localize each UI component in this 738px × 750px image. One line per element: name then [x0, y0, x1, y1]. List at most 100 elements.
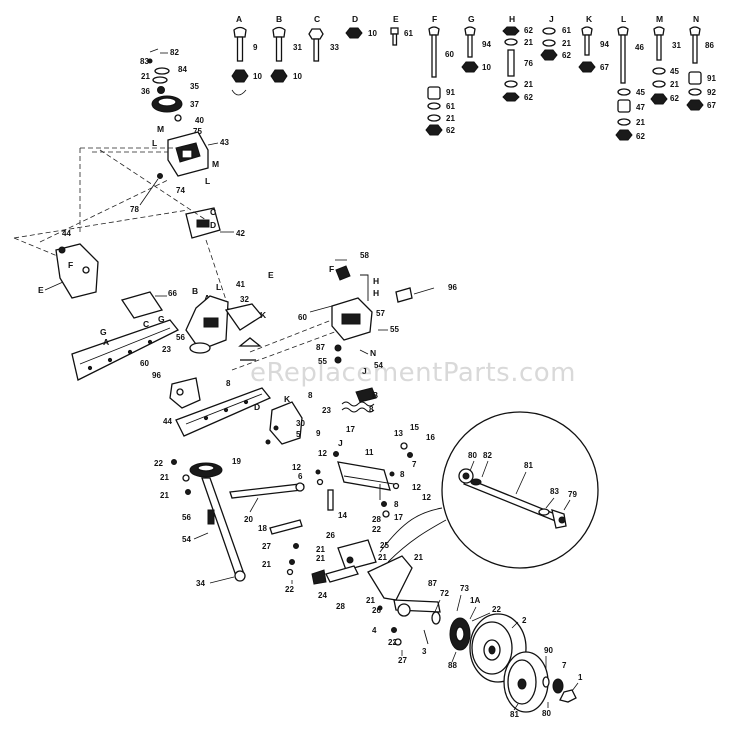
callout: 20 — [244, 515, 253, 524]
point-letter: F — [329, 264, 334, 274]
hw-letter-g: G — [468, 14, 475, 24]
callout: 55 — [390, 325, 399, 334]
callout: 74 — [176, 186, 185, 195]
callout: 12 — [422, 493, 431, 502]
callout: 19 — [232, 457, 241, 466]
hw-label: 61 — [446, 102, 455, 111]
callout: 13 — [394, 429, 403, 438]
point-letter: H — [373, 288, 379, 298]
hw-label: 62 — [636, 132, 645, 141]
callout: 66 — [168, 289, 177, 298]
callout: 21 — [414, 553, 423, 562]
wheel-assembly: 88 2 81 90 7 1 80 — [448, 613, 583, 719]
hw-label: 62 — [524, 93, 533, 102]
callout: 17 — [346, 425, 355, 434]
point-letter: J — [338, 438, 343, 448]
hw-label: 31 — [672, 41, 681, 50]
callout: 7 — [412, 460, 417, 469]
callout: 83 — [550, 487, 559, 496]
callout: 8 — [226, 379, 231, 388]
nut-icon — [345, 27, 363, 39]
pivot-assembly: 41 32 B A K 56 23 60 96 44 8 — [140, 280, 353, 426]
callout: 40 — [195, 116, 204, 125]
washer-icon — [504, 80, 518, 88]
callout: 8 — [394, 500, 399, 509]
hw-label: 92 — [707, 88, 716, 97]
callout: 3 — [422, 647, 427, 656]
callout: 73 — [460, 584, 469, 593]
callout: 78 — [130, 205, 139, 214]
callout: 87 — [428, 579, 437, 588]
point-letter: M — [157, 124, 164, 134]
hw-label: 94 — [482, 40, 491, 49]
point-letter: D — [254, 402, 260, 412]
bolt-icon — [689, 26, 701, 64]
left-frame-assembly: 44 F E 66 A C G — [38, 229, 180, 381]
point-letter: G — [100, 327, 107, 337]
callout: 80 — [542, 709, 551, 718]
callout: 60 — [298, 313, 307, 322]
steering-shaft: 22 19 21 21 56 54 34 20 — [154, 457, 305, 588]
callout: 43 — [220, 138, 229, 147]
hw-label: 61 — [404, 29, 413, 38]
washer-icon — [617, 118, 631, 126]
tie-rod-inset: 80 82 81 83 79 — [379, 411, 599, 569]
bolt-icon — [308, 28, 324, 62]
hw-letter-c: C — [314, 14, 320, 24]
callout: 81 — [510, 710, 519, 719]
hw-label: 31 — [293, 43, 302, 52]
callout: 87 — [316, 343, 325, 352]
washer-icon — [652, 80, 666, 88]
callout: 22 — [154, 459, 163, 468]
callout: 14 — [338, 511, 347, 520]
bolt-icon — [653, 26, 665, 61]
callout: 22 — [388, 638, 397, 647]
hw-label: 67 — [600, 63, 609, 72]
center-shaft-assembly: 9 17 13 15 16 J 12 11 12 6 7 7 8 12 12 1… — [292, 423, 435, 524]
callout: 21 — [378, 553, 387, 562]
callout: 56 — [176, 333, 185, 342]
hw-label: 21 — [636, 118, 645, 127]
point-letter: L — [216, 282, 221, 292]
point-letter: D — [210, 220, 216, 230]
callout: 37 — [190, 100, 199, 109]
spacer-icon — [688, 71, 702, 85]
bracket-part — [185, 207, 221, 239]
hw-label: 45 — [670, 67, 679, 76]
middle-plate: D K 8 30 5 23 8 B — [175, 387, 378, 445]
callout: 28 — [336, 602, 345, 611]
hw-label: 46 — [635, 43, 644, 52]
callout: 72 — [440, 589, 449, 598]
washer-icon — [617, 88, 631, 96]
hw-letter-k: K — [586, 14, 593, 24]
hw-letter-b: B — [276, 14, 282, 24]
hw-label: 62 — [562, 51, 571, 60]
callout: 27 — [398, 656, 407, 665]
gear-icon — [189, 462, 223, 478]
wheel-icon — [503, 651, 549, 713]
callout: 23 — [162, 345, 171, 354]
point-letter: L — [205, 176, 210, 186]
hw-label: 61 — [562, 26, 571, 35]
callout: 12 — [292, 463, 301, 472]
callout: 12 — [412, 483, 421, 492]
callout: 79 — [568, 490, 577, 499]
callout: 90 — [544, 646, 553, 655]
callout: 41 — [236, 280, 245, 289]
callout: 54 — [374, 361, 383, 370]
callout: 21 — [366, 596, 375, 605]
callout: 26 — [326, 531, 335, 540]
bolt-icon — [464, 26, 476, 58]
callout: 7 — [562, 661, 567, 670]
callout: 55 — [318, 357, 327, 366]
callout: 6 — [298, 472, 303, 481]
callout: 60 — [140, 359, 149, 368]
callout: 57 — [376, 309, 385, 318]
spacer-icon — [617, 99, 631, 113]
hw-letter-l: L — [621, 14, 626, 24]
washer-icon — [427, 114, 441, 122]
callout: 22 — [372, 525, 381, 534]
hw-label: 21 — [670, 80, 679, 89]
nut-icon — [231, 69, 249, 83]
